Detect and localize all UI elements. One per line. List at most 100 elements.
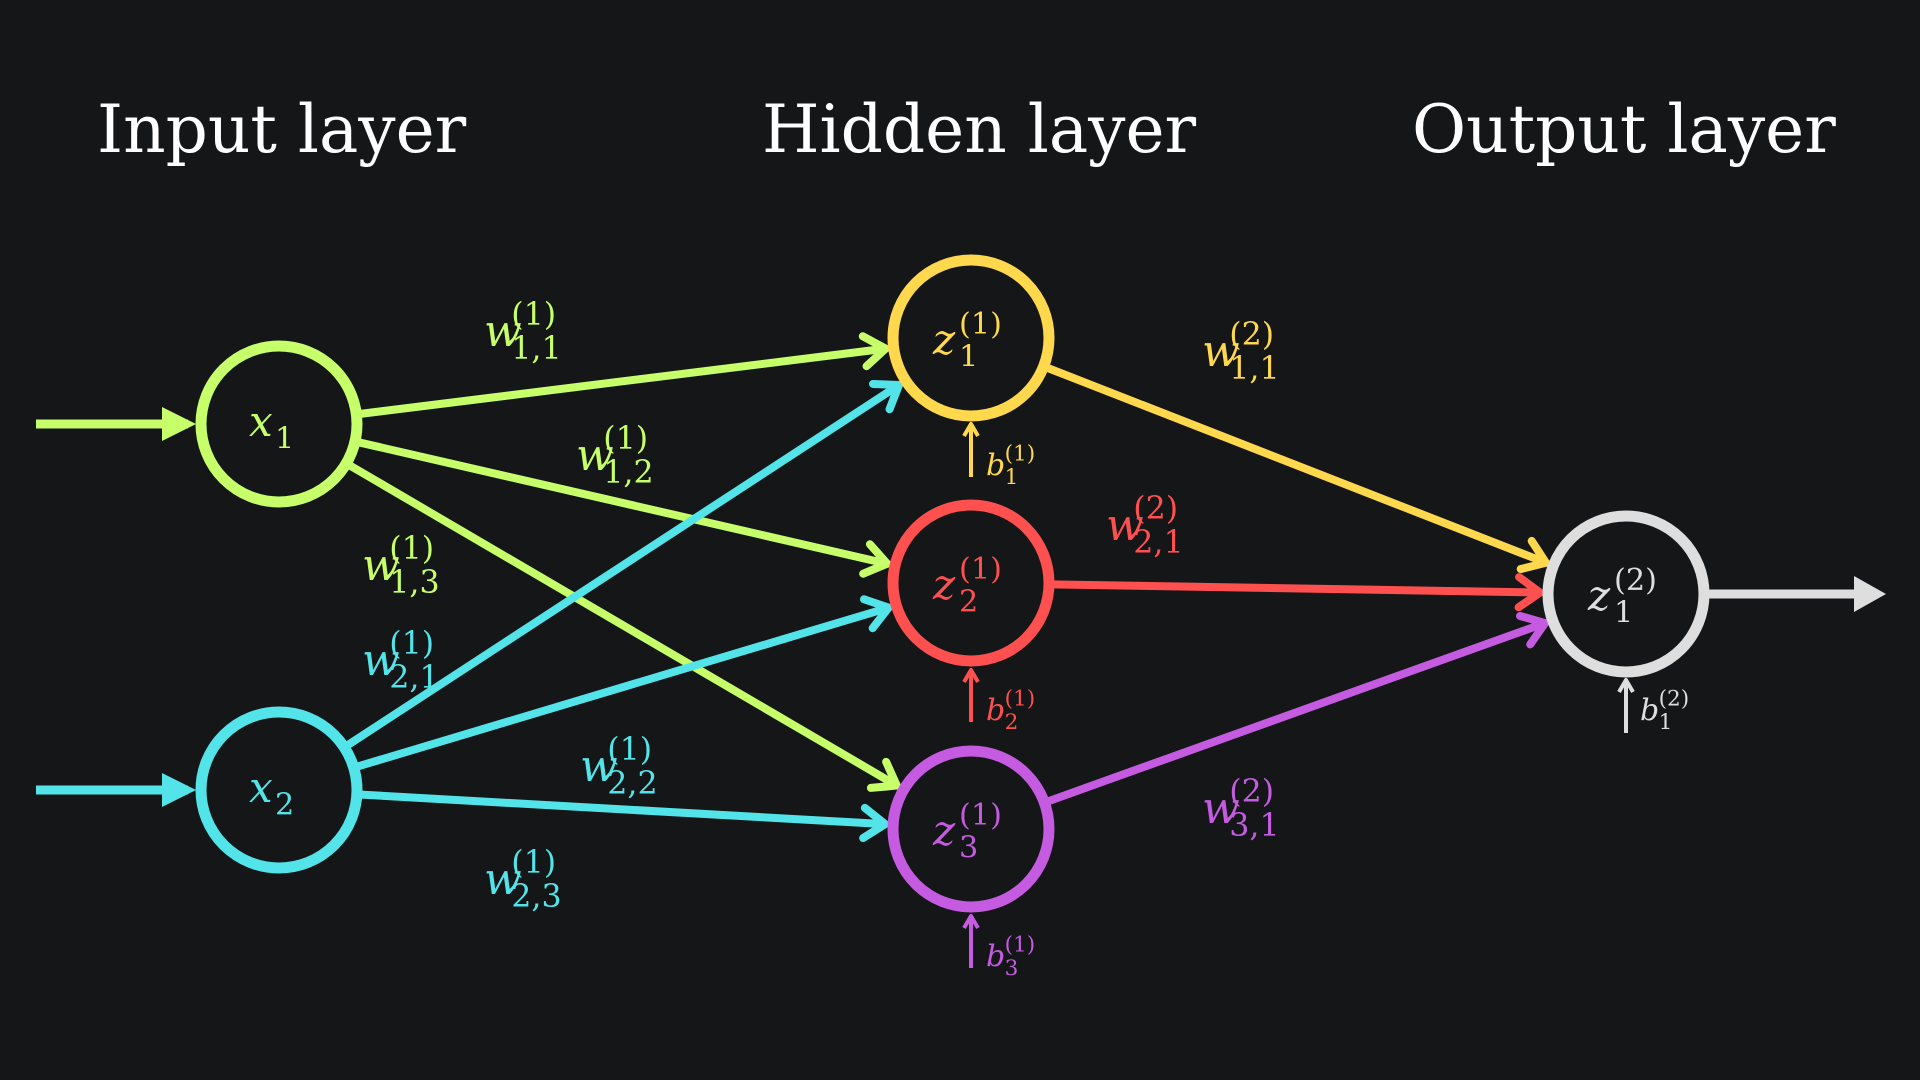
bias-label-b1-1-symbol: b bbox=[986, 448, 1005, 483]
node-x1-label-subscript: 1 bbox=[275, 422, 294, 457]
bias-label-b3-1-subscript: 3 bbox=[1005, 956, 1019, 981]
weight-label-w13-1: w1,3(1) bbox=[362, 531, 440, 601]
weight-label-w31-2: w3,1(2) bbox=[1202, 774, 1280, 844]
heading-hidden-layer: Hidden layer bbox=[762, 91, 1197, 168]
node-x2-circle bbox=[195, 706, 363, 874]
bias-label-b1-1-superscript: (1) bbox=[1005, 442, 1036, 467]
node-z1-label-subscript: 1 bbox=[959, 340, 978, 375]
weight-label-w31-2-subscript: 3,1 bbox=[1229, 808, 1279, 844]
weight-label-w31-2-superscript: (2) bbox=[1229, 774, 1274, 810]
node-output-label-superscript: (2) bbox=[1614, 563, 1657, 598]
edge-x2-z3 bbox=[354, 790, 890, 829]
weight-label-w21-2: w2,1(2) bbox=[1106, 491, 1184, 561]
bias-arrow-z1-head bbox=[962, 422, 980, 438]
weight-label-w13-1-superscript: (1) bbox=[389, 531, 434, 567]
weight-label-w22-1: w2,2(1) bbox=[580, 732, 658, 802]
input-arrow-x1-head bbox=[162, 407, 196, 441]
node-z3-label-superscript: (1) bbox=[959, 798, 1002, 833]
weight-label-w13-1-symbol: w bbox=[362, 540, 400, 591]
node-output-circle bbox=[1542, 510, 1710, 678]
weight-label-w12-1-subscript: 1,2 bbox=[603, 455, 653, 491]
weight-label-w11-2: w1,1(2) bbox=[1202, 317, 1280, 387]
node-z1-label-symbol: z bbox=[932, 315, 956, 364]
edge-x1-z2-arrowhead bbox=[859, 540, 892, 578]
edge-x1-z1-arrowhead bbox=[858, 332, 890, 371]
node-output-label-symbol: z bbox=[1587, 571, 1611, 620]
connections bbox=[36, 332, 1886, 968]
weight-label-w21-1-symbol: w bbox=[362, 635, 400, 686]
weight-label-w13-1-subscript: 1,3 bbox=[389, 565, 439, 601]
edge-x2-z1-arrowhead bbox=[869, 379, 903, 414]
node-z2-circle bbox=[887, 499, 1055, 667]
heading-output-layer: Output layer bbox=[1412, 91, 1836, 168]
edge-z2-out-arrowhead bbox=[1514, 573, 1545, 612]
weight-label-w11-1: w1,1(1) bbox=[484, 297, 562, 367]
weight-label-w11-2-subscript: 1,1 bbox=[1229, 351, 1279, 387]
weight-label-w12-1: w1,2(1) bbox=[576, 421, 654, 491]
node-z3-label-symbol: z bbox=[932, 806, 956, 855]
labels: w1,1(1)w1,2(1)w1,3(1)w2,1(1)w2,2(1)w2,3(… bbox=[362, 297, 1689, 981]
weight-label-w21-1-subscript: 2,1 bbox=[389, 660, 439, 696]
node-z2-label-subscript: 2 bbox=[959, 585, 978, 620]
node-z2-label-superscript: (1) bbox=[959, 552, 1002, 587]
weight-label-w11-1-subscript: 1,1 bbox=[511, 331, 561, 367]
output-arrow-head bbox=[1854, 576, 1886, 612]
edge-z3-out-arrowhead bbox=[1516, 611, 1550, 649]
node-x1-label-symbol: x bbox=[249, 397, 273, 446]
bias-label-b3-1-symbol: b bbox=[986, 939, 1005, 974]
weight-label-w21-2-symbol: w bbox=[1106, 500, 1144, 551]
weight-label-w21-2-subscript: 2,1 bbox=[1133, 525, 1183, 561]
edge-z1-out-arrowhead bbox=[1516, 536, 1550, 574]
weight-label-w12-1-superscript: (1) bbox=[603, 421, 648, 457]
bias-label-b2-1-symbol: b bbox=[986, 693, 1005, 728]
weight-label-w11-1-superscript: (1) bbox=[511, 297, 556, 333]
weight-label-w23-1: w2,3(1) bbox=[484, 845, 562, 915]
weight-label-w21-1-superscript: (1) bbox=[389, 626, 434, 662]
edge-x1-z2 bbox=[352, 437, 892, 568]
weight-label-w21-2-superscript: (2) bbox=[1133, 491, 1178, 527]
node-z3-label-subscript: 3 bbox=[959, 831, 978, 866]
edge-x2-z3-arrowhead bbox=[859, 803, 890, 843]
bias-arrow-z3-head bbox=[962, 914, 980, 930]
node-z1-label-superscript: (1) bbox=[959, 307, 1002, 342]
bias-label-b3-1-superscript: (1) bbox=[1005, 933, 1036, 958]
edge-x2-z2-arrowhead bbox=[860, 595, 893, 633]
bias-label-b2-1-superscript: (1) bbox=[1005, 687, 1036, 712]
edge-x1-z3 bbox=[344, 460, 901, 790]
weight-label-w22-1-superscript: (1) bbox=[607, 732, 652, 768]
weight-label-w12-1-symbol: w bbox=[576, 430, 614, 481]
edge-z2-out bbox=[1046, 580, 1545, 597]
node-x2-label-symbol: x bbox=[249, 763, 273, 812]
weight-label-w23-1-subscript: 2,3 bbox=[511, 879, 561, 915]
bias-label-b1-2-subscript: 1 bbox=[1659, 710, 1673, 735]
weight-label-w22-1-subscript: 2,2 bbox=[607, 766, 657, 802]
weight-label-w11-2-superscript: (2) bbox=[1229, 317, 1274, 353]
node-z3-circle bbox=[887, 745, 1055, 913]
bias-label-b2-1-subscript: 2 bbox=[1005, 710, 1019, 735]
edge-z3-out bbox=[1042, 619, 1550, 806]
weight-label-w11-1-symbol: w bbox=[484, 306, 522, 357]
bias-arrow-out-head bbox=[1617, 678, 1635, 694]
bias-label-b1-1-subscript: 1 bbox=[1005, 465, 1019, 490]
node-x2-label-subscript: 2 bbox=[275, 788, 294, 823]
weight-label-w22-1-symbol: w bbox=[580, 741, 618, 792]
node-z2-label-symbol: z bbox=[932, 560, 956, 609]
weight-label-w23-1-symbol: w bbox=[484, 854, 522, 905]
